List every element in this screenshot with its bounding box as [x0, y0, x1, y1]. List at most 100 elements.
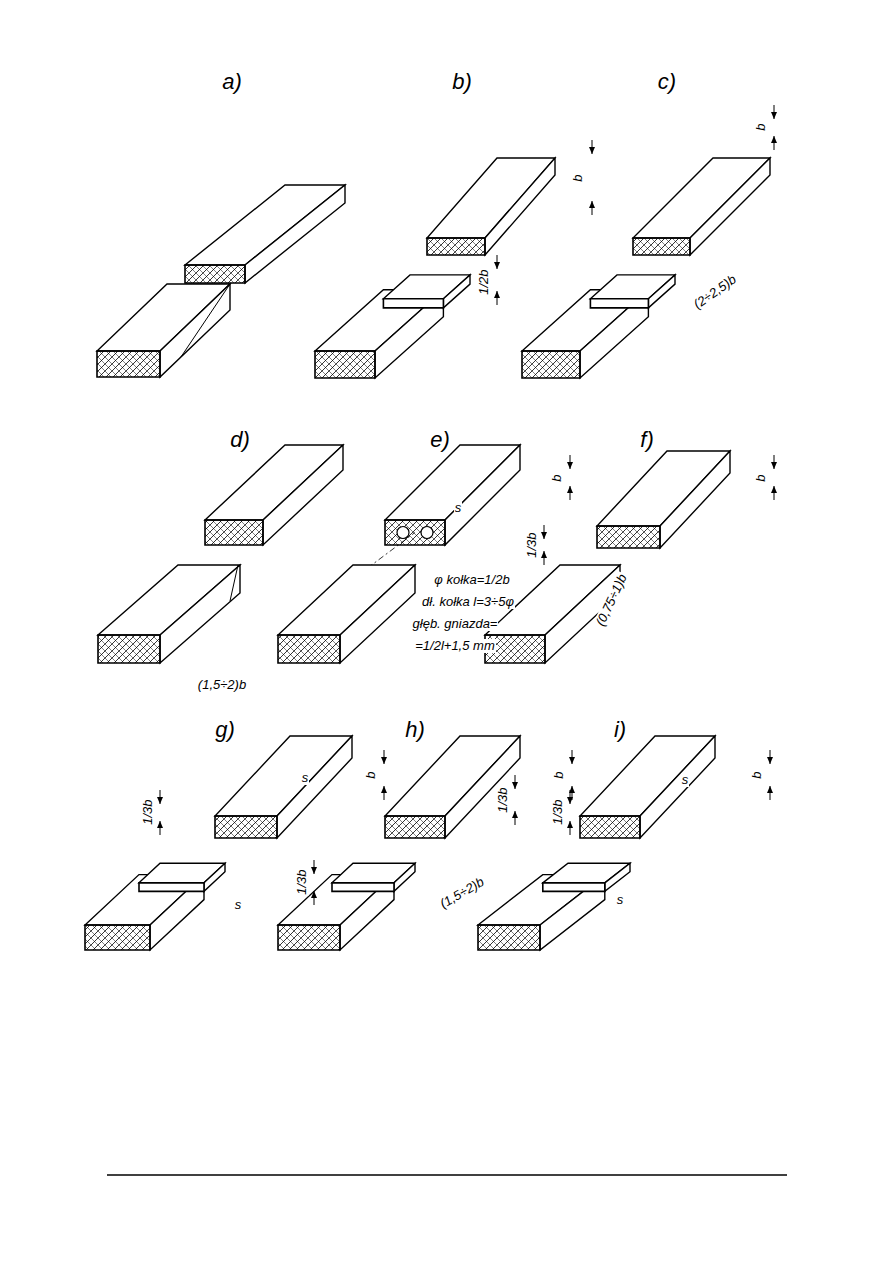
dimension-label: 1/3b	[141, 798, 155, 825]
dimension-label: s	[301, 771, 310, 785]
board	[385, 736, 520, 838]
scarf-line	[181, 284, 230, 357]
dimension-arrow	[497, 255, 498, 269]
board-side	[445, 736, 520, 838]
board	[522, 290, 648, 378]
board-side	[485, 158, 555, 255]
dimension-arrow	[544, 525, 545, 539]
dimension-label: 1/3b	[295, 868, 309, 895]
board	[543, 863, 630, 891]
board-end	[383, 299, 443, 308]
board-end	[543, 883, 605, 892]
figure-letter: f)	[639, 428, 654, 452]
board	[597, 451, 730, 548]
board-end	[85, 925, 150, 950]
footer-rule	[107, 1174, 787, 1176]
dimension-label: b	[572, 173, 586, 182]
board-side	[580, 290, 648, 378]
board-end	[332, 883, 394, 892]
board-end	[522, 351, 580, 378]
dimension-arrow	[572, 750, 573, 764]
dimension-label: (1,5÷2)b	[197, 678, 247, 692]
dimension-label: =1/2l+1,5 mm	[414, 639, 496, 653]
board-side	[445, 445, 520, 545]
board-end	[315, 351, 375, 378]
board-end	[590, 299, 648, 308]
dimension-arrow	[570, 790, 571, 804]
board-end	[97, 351, 160, 377]
figure-letter: b)	[451, 70, 473, 94]
slot-line	[230, 565, 238, 601]
board	[278, 565, 415, 663]
dimension-label: s	[454, 501, 463, 515]
board	[315, 290, 443, 378]
board-end	[597, 526, 660, 548]
board-side	[375, 290, 443, 378]
board	[580, 736, 715, 838]
dimension-arrow	[314, 860, 315, 874]
board	[98, 565, 240, 663]
dimension-label: 1/2b	[477, 268, 491, 295]
dimension-label: 1/3b	[551, 798, 565, 825]
dimension-arrow	[570, 455, 571, 469]
figure-letter: h)	[404, 718, 426, 742]
board-end	[385, 816, 445, 838]
dimension-arrow	[497, 291, 498, 305]
board-side	[245, 185, 345, 283]
dimension-arrow	[770, 786, 771, 800]
dimension-label: b	[551, 473, 565, 482]
dimension-arrow	[572, 786, 573, 800]
dowel	[421, 527, 433, 539]
board-end	[427, 238, 485, 255]
dimension-label: s	[234, 898, 243, 912]
figure-letter: d)	[229, 428, 251, 452]
board-side	[640, 736, 715, 838]
board	[97, 284, 230, 377]
board-end	[215, 816, 277, 838]
dowel	[397, 527, 409, 539]
board	[85, 875, 204, 950]
dimension-label: (1,5÷2)b	[437, 874, 488, 912]
board-end	[633, 238, 690, 255]
figure-letter: a)	[221, 70, 243, 94]
dimension-arrow	[314, 891, 315, 905]
dimension-label: (2÷2,5)b	[690, 272, 739, 313]
board	[332, 863, 415, 891]
dimension-arrow	[515, 811, 516, 825]
board-side	[648, 275, 675, 308]
board-side	[340, 565, 415, 663]
figure-letter: g)	[214, 718, 236, 742]
board	[345, 445, 520, 585]
dimension-arrow	[570, 821, 571, 835]
figure-letter: c)	[657, 70, 677, 94]
dimension-arrow	[384, 786, 385, 800]
dimension-arrow	[592, 201, 593, 215]
board	[215, 736, 352, 838]
board-side	[540, 875, 605, 950]
board-end	[278, 635, 340, 663]
board-side	[605, 863, 630, 891]
dimension-label: φ kołka=1/2b	[433, 573, 510, 587]
dimension-label: dł. kołka l=3÷5φ	[421, 595, 515, 609]
board-end	[478, 925, 540, 950]
board-end	[278, 925, 340, 950]
board-side	[204, 863, 225, 891]
board-side	[443, 275, 470, 308]
board-side	[160, 284, 230, 377]
dimension-label: b	[755, 122, 769, 131]
dimension-label: s	[681, 773, 690, 787]
board-side	[277, 736, 352, 838]
dimension-arrow	[770, 750, 771, 764]
board	[590, 275, 675, 308]
board	[383, 275, 470, 308]
board-end	[139, 883, 204, 892]
dimension-arrow	[544, 551, 545, 565]
dimension-arrow	[160, 821, 161, 835]
board-end	[580, 816, 640, 838]
board	[185, 185, 345, 283]
board	[633, 158, 770, 255]
dimension-label: 1/3b	[496, 786, 510, 813]
board-side	[690, 158, 770, 255]
board	[427, 158, 555, 255]
